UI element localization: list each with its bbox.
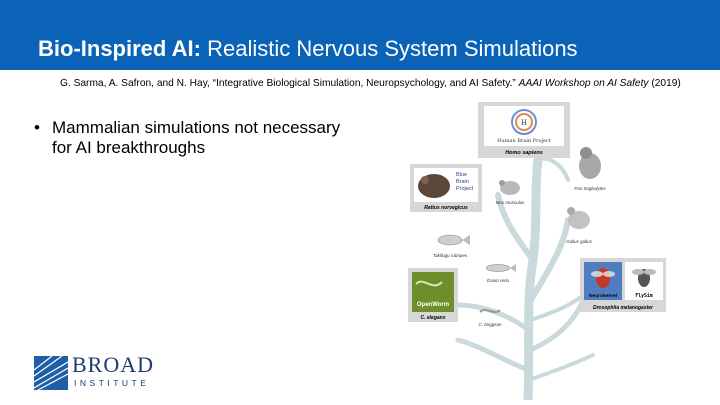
broad-logo-icon xyxy=(34,356,68,390)
mus-label: Mus musculus xyxy=(496,200,526,205)
slide-title-bold: Bio-Inspired AI: xyxy=(38,36,201,61)
pan-label: Pan troglodytes xyxy=(574,186,606,191)
flysim-label: FlySim xyxy=(635,293,652,299)
fugu-icon: Takifugu rubripes xyxy=(433,235,470,258)
drosophila-label: Drosophila melanogaster xyxy=(593,305,654,311)
hbp-label: Human Brain Project xyxy=(497,138,551,144)
openworm-box: OpenWorm C. elegans xyxy=(408,268,458,322)
neurokernel-label: Neurokernel xyxy=(589,293,617,299)
svg-text:H: H xyxy=(521,119,527,127)
slide-title: Bio-Inspired AI: Realistic Nervous Syste… xyxy=(38,36,578,62)
celegans-label: C. elegans xyxy=(420,315,445,321)
danio-label: Danio rerio xyxy=(487,278,510,283)
bbp-box: Blue Brain Project Rattus norvegicus xyxy=(410,164,482,212)
cbriggsae-label: C. briggsae xyxy=(478,322,502,327)
citation: G. Sarma, A. Safron, and N. Hay, “Integr… xyxy=(60,78,681,89)
drosophila-box: Neurokernel FlySim Drosophila melanogast… xyxy=(580,258,666,312)
citation-year: (2019) xyxy=(651,78,680,89)
hbp-box: H Human Brain Project Homo sapiens xyxy=(478,102,570,158)
broad-logo: BROAD INSTITUTE xyxy=(34,354,164,390)
broad-logo-name: BROAD xyxy=(72,354,154,376)
bullet-line-1: Mammalian simulations not necessary xyxy=(52,118,340,137)
gallus-label: Gallus gallus xyxy=(566,239,593,244)
broad-logo-sub: INSTITUTE xyxy=(74,378,149,388)
chimp-icon: Pan troglodytes xyxy=(574,147,606,191)
zebrafish-icon: Danio rerio xyxy=(486,264,516,283)
openworm-label: OpenWorm xyxy=(417,302,449,308)
bullet-marker: • xyxy=(34,118,40,138)
takifugu-label: Takifugu rubripes xyxy=(433,253,468,258)
citation-venue: AAAI Workshop on AI Safety xyxy=(519,78,649,89)
bbp-label-1: Blue xyxy=(456,172,467,178)
title-bar: Bio-Inspired AI: Realistic Nervous Syste… xyxy=(0,0,720,70)
bullet-item: • Mammalian simulations not necessary fo… xyxy=(34,118,374,158)
hbp-species: Homo sapiens xyxy=(505,150,543,156)
bullet-text: Mammalian simulations not necessary for … xyxy=(34,118,374,158)
mouse-icon: Mus musculus xyxy=(496,180,526,205)
bullet-line-2: for AI breakthroughs xyxy=(52,138,205,157)
bbp-label-2: Brain xyxy=(456,179,469,185)
slide-title-rest: Realistic Nervous System Simulations xyxy=(207,36,577,61)
bbp-label-3: Project xyxy=(456,186,474,192)
chicken-icon: Gallus gallus xyxy=(566,207,593,244)
bbp-species: Rattus norvegicus xyxy=(424,205,468,211)
phylogeny-figure: H Human Brain Project Homo sapiens Blue … xyxy=(398,100,698,400)
citation-authors: G. Sarma, A. Safron, and N. Hay, “Integr… xyxy=(60,78,516,89)
